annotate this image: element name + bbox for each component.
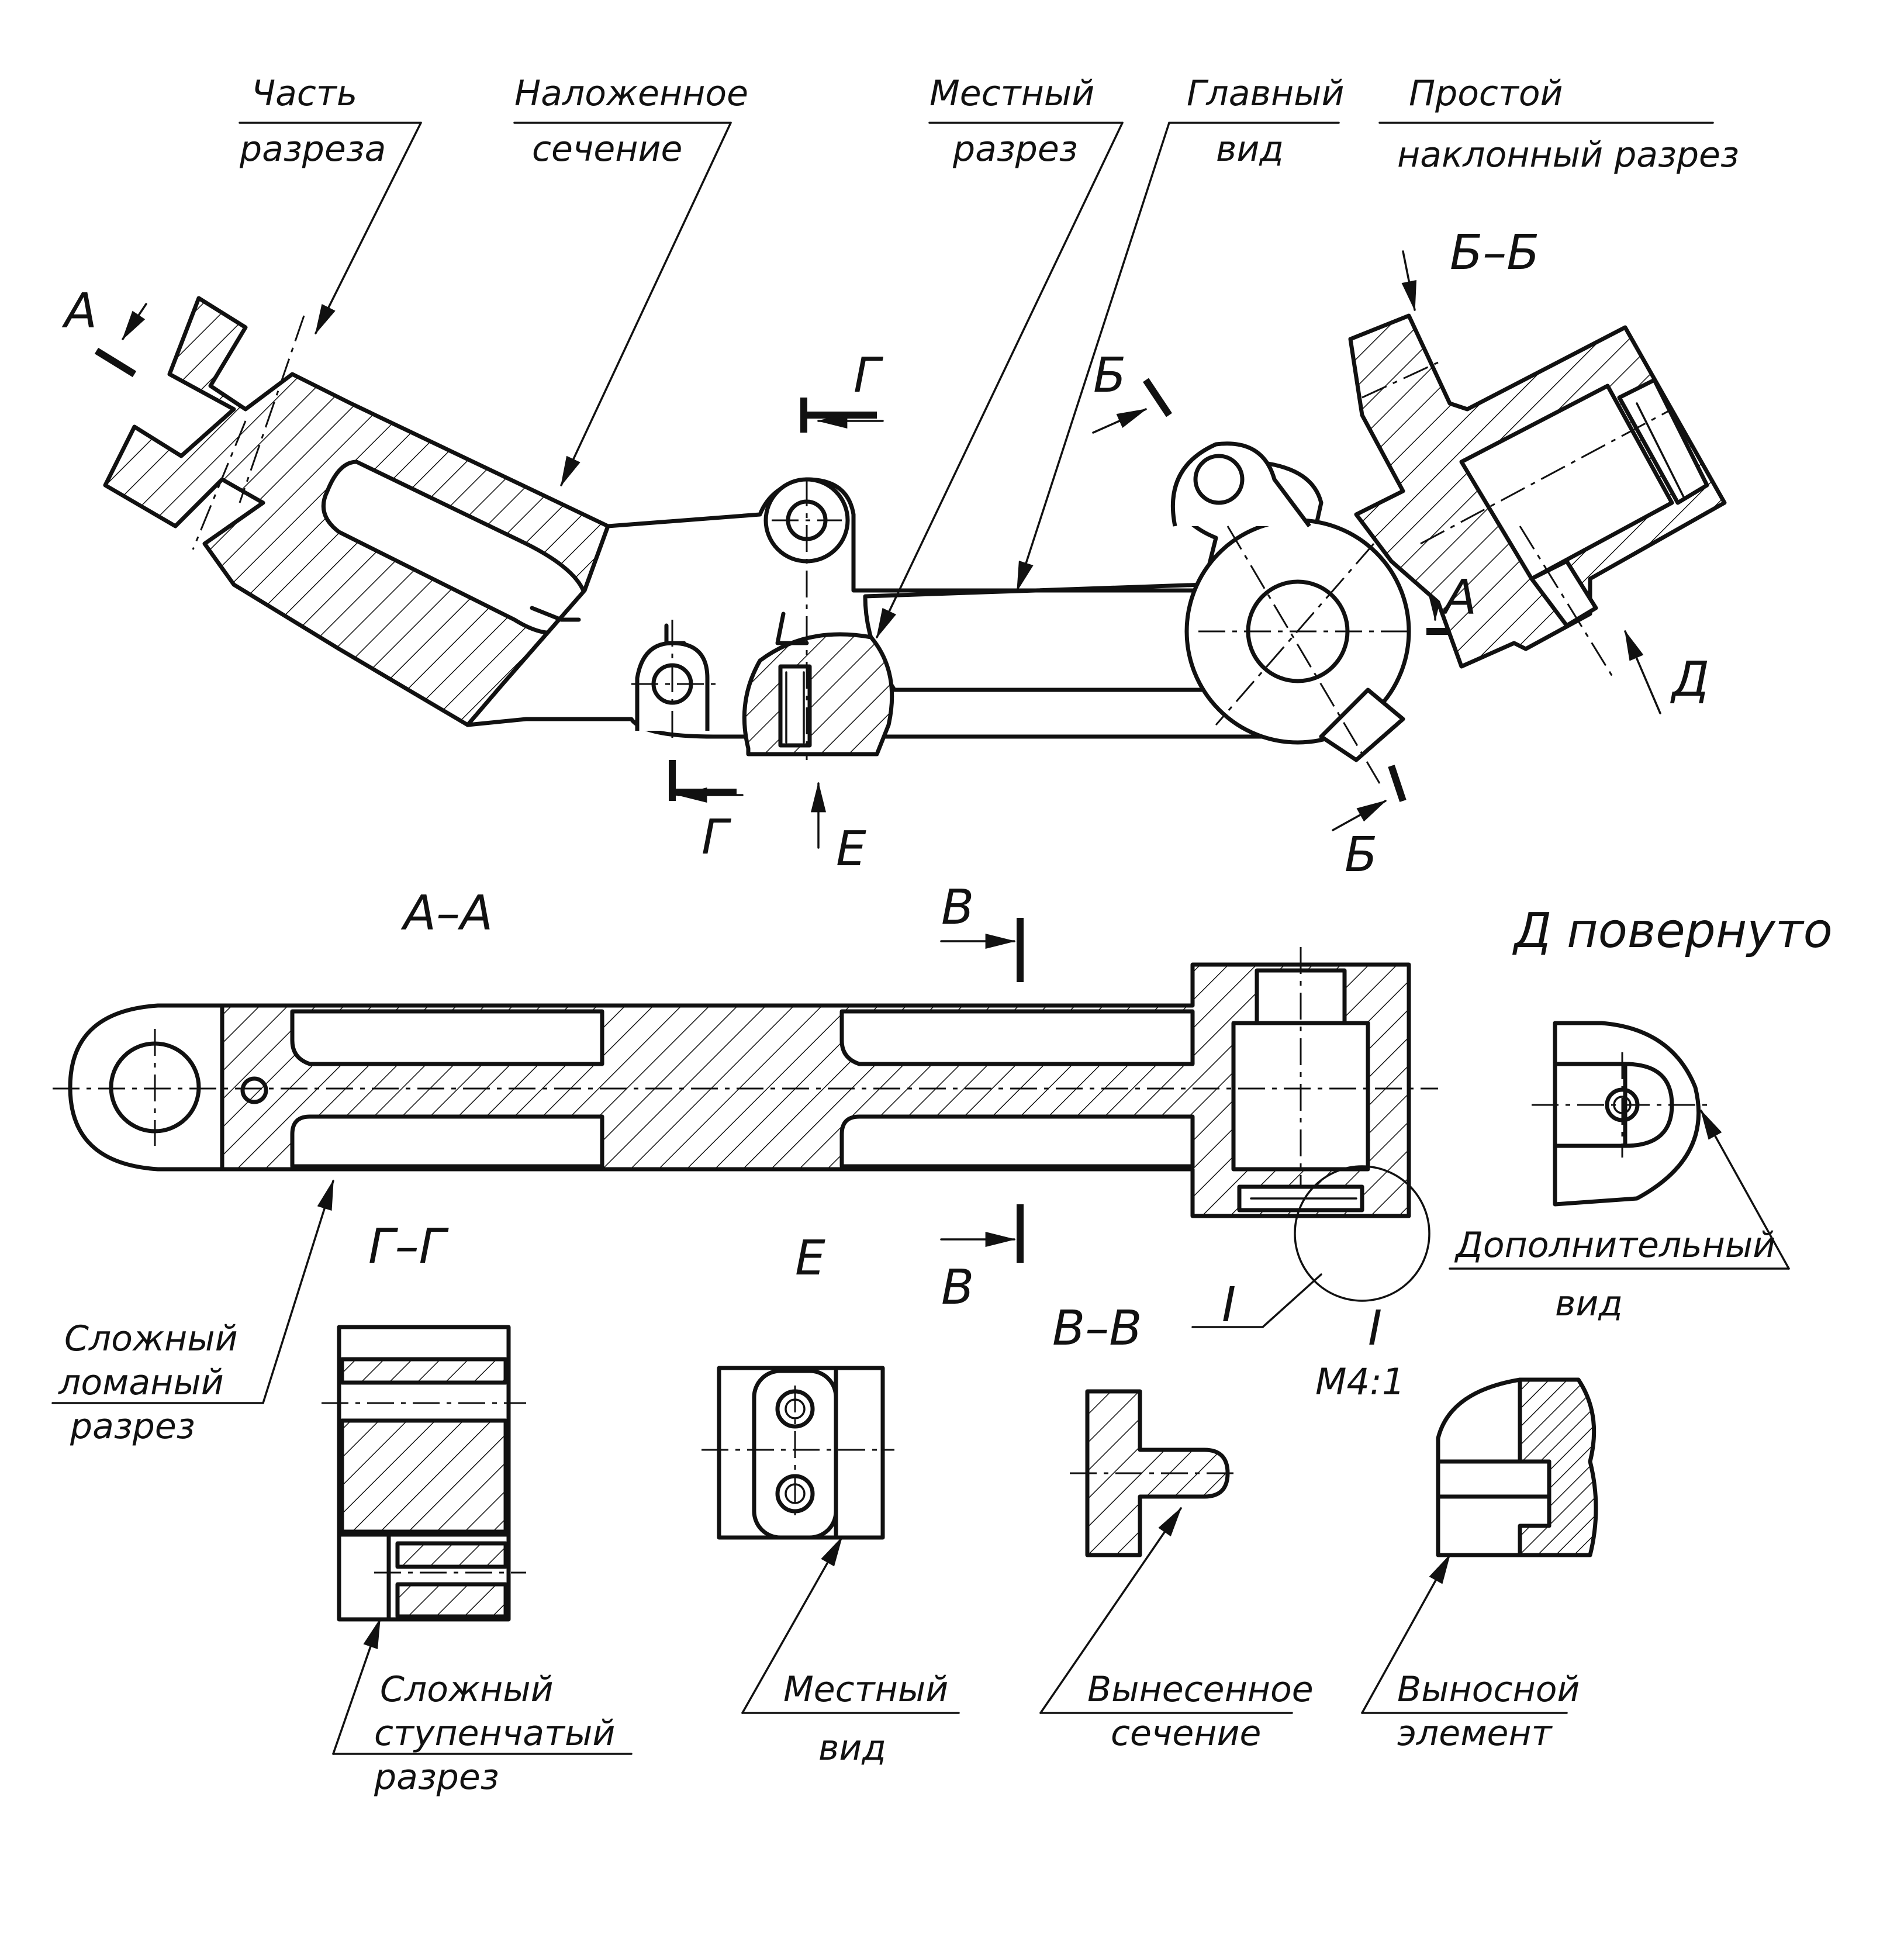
cut-d: Д bbox=[1670, 652, 1709, 707]
fork-slot bbox=[321, 460, 589, 635]
label-vynesennoe-2: сечение bbox=[1111, 1713, 1261, 1754]
label-nalozh-2: сечение bbox=[532, 129, 682, 170]
section-bb-bore bbox=[1459, 384, 1674, 581]
section-gg-hatch3 bbox=[395, 1541, 508, 1569]
detail-element bbox=[1436, 1377, 1598, 1557]
cut-i: I bbox=[1222, 1277, 1236, 1333]
view-d bbox=[1532, 1021, 1707, 1207]
title-e: Е bbox=[795, 1231, 825, 1286]
label-nalozh-1: Наложенное bbox=[514, 73, 748, 114]
cut-b-bottom: Б bbox=[1345, 827, 1377, 883]
detail-element-groove bbox=[1436, 1459, 1551, 1499]
label-stup-2: ступенчатый bbox=[374, 1713, 615, 1754]
label-dopolnit-1: Дополнительный bbox=[1454, 1225, 1775, 1266]
cut-a-left: А bbox=[61, 284, 97, 339]
section-gg bbox=[322, 1325, 526, 1622]
section-aa bbox=[53, 947, 1438, 1328]
label-mestny-razrez-2: разрез bbox=[952, 129, 1078, 170]
hub-key bbox=[1319, 688, 1405, 762]
label-lomany-1: Сложный bbox=[64, 1318, 238, 1359]
section-gg-hatch2 bbox=[340, 1418, 508, 1534]
cut-e: Е bbox=[836, 821, 866, 877]
tapped-hole bbox=[778, 664, 812, 748]
title-gg: Г–Г bbox=[368, 1219, 450, 1274]
label-mestny-razrez-1: Местный bbox=[929, 73, 1094, 114]
label-lomany-3: разрез bbox=[70, 1406, 195, 1447]
cut-v-bottom: В bbox=[941, 1260, 974, 1315]
view-e bbox=[702, 1366, 894, 1540]
title-vv: В–В bbox=[1052, 1301, 1142, 1356]
title-scale: М4:1 bbox=[1315, 1360, 1405, 1403]
label-prostoy-1: Простой bbox=[1409, 73, 1563, 114]
label-glavny-2: вид bbox=[1216, 129, 1284, 170]
main-view bbox=[103, 296, 1415, 784]
label-vynosnoy-2: элемент bbox=[1397, 1713, 1553, 1754]
label-chast-2: разреза bbox=[239, 129, 386, 170]
label-vynosnoy-1: Выносной bbox=[1397, 1669, 1580, 1710]
detail-circle bbox=[1294, 1165, 1430, 1302]
cut-marks-main bbox=[94, 303, 1461, 849]
label-stup-3: разрез bbox=[374, 1757, 499, 1798]
title-aa: А–А bbox=[400, 886, 493, 941]
section-aa-pin bbox=[240, 1076, 268, 1104]
cut-g-top: Г bbox=[853, 348, 884, 403]
title-element-i: I bbox=[1368, 1301, 1382, 1356]
section-gg-hatch1 bbox=[340, 1357, 508, 1385]
label-glavny-1: Главный bbox=[1187, 73, 1345, 114]
section-vv bbox=[1070, 1389, 1239, 1557]
section-gg-hatch4 bbox=[395, 1582, 508, 1619]
view-titles: Б–Б А–А Г–Г Е В–В Д повернуто I М4:1 I А… bbox=[61, 225, 1833, 1403]
annotation-texts: Часть разреза Наложенное сечение Местный… bbox=[58, 73, 1775, 1798]
detail-element-hatch bbox=[1518, 1377, 1598, 1557]
label-dopolnit-2: вид bbox=[1555, 1283, 1623, 1324]
label-vynesennoe-1: Вынесенное bbox=[1087, 1669, 1314, 1710]
label-lomany-2: ломаный bbox=[58, 1362, 224, 1403]
cut-b-top: Б bbox=[1093, 348, 1126, 403]
section-bb-thread bbox=[1529, 559, 1598, 628]
leaders bbox=[51, 122, 1790, 1755]
label-stup-1: Сложный bbox=[380, 1669, 554, 1710]
cut-marks-v bbox=[940, 918, 1024, 1263]
label-prostoy-2: наклонный разрез bbox=[1397, 134, 1739, 175]
right-ear-hole bbox=[1193, 454, 1245, 505]
section-aa-pocket-left2 bbox=[290, 1114, 604, 1169]
section-aa-pocket-right bbox=[839, 1009, 1195, 1066]
section-aa-pocket-left bbox=[290, 1009, 604, 1066]
label-mestny-vid-2: вид bbox=[818, 1728, 886, 1768]
cut-a-right: А bbox=[1441, 570, 1477, 626]
label-mestny-vid-1: Местный bbox=[783, 1669, 948, 1710]
cut-v-top: В bbox=[941, 880, 974, 935]
section-aa-body bbox=[220, 962, 1411, 1218]
cut-g-bottom: Г bbox=[702, 810, 732, 865]
label-chast-1: Часть bbox=[251, 73, 357, 114]
title-d: Д повернуто bbox=[1512, 903, 1833, 959]
section-bb bbox=[1348, 250, 1727, 714]
section-aa-eye bbox=[68, 1003, 228, 1172]
title-bb: Б–Б bbox=[1450, 225, 1540, 281]
section-aa-pocket-right2 bbox=[839, 1114, 1195, 1169]
